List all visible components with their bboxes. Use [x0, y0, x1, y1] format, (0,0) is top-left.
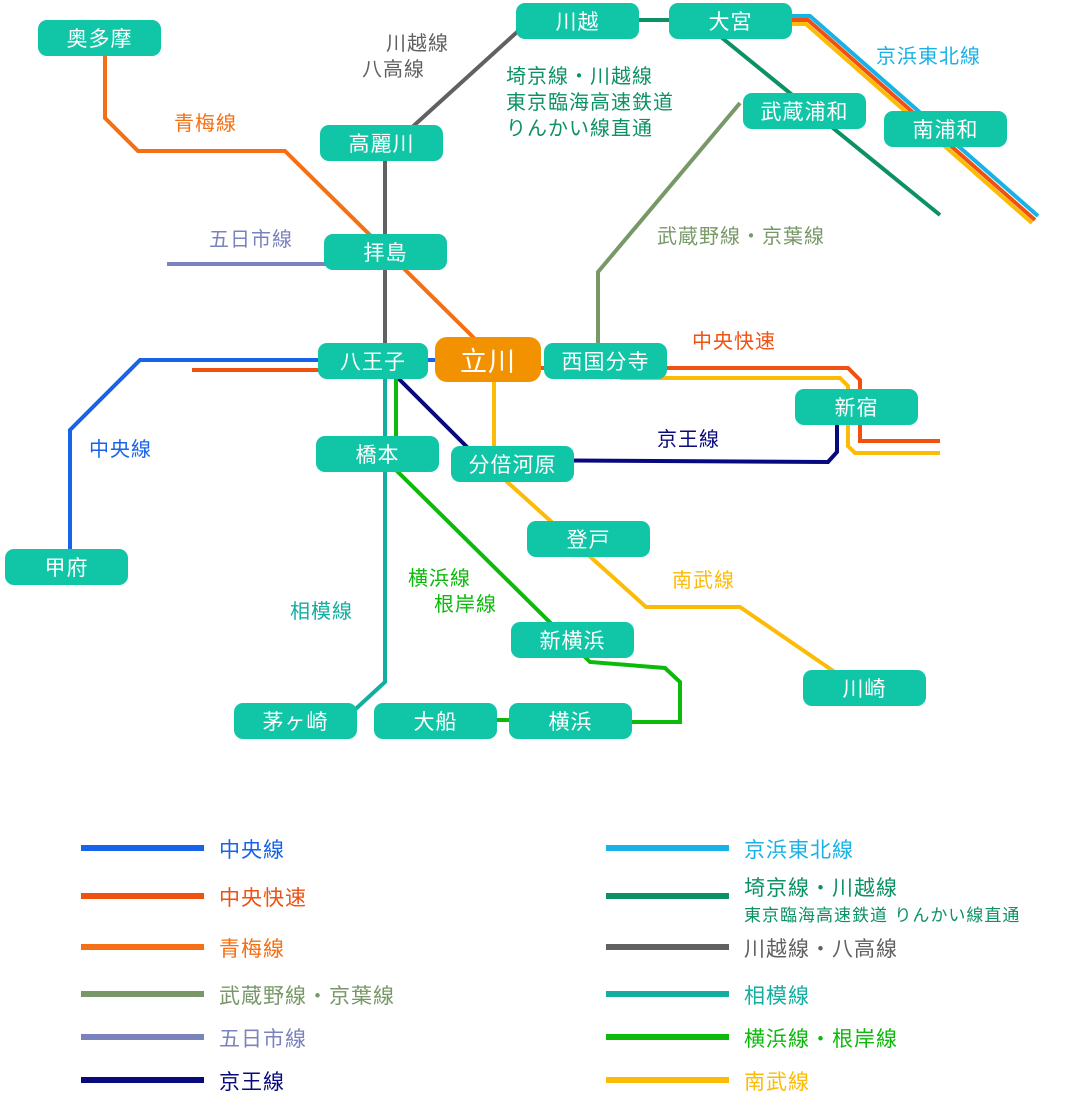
label-sagami: 相模線: [290, 599, 353, 623]
label-kawagoe-hachiko-2: 八高線: [362, 57, 425, 81]
label-saikyo-2: 東京臨海高速鉄道: [506, 90, 674, 114]
station-bubaigawara[interactable]: 分倍河原: [451, 446, 574, 482]
label-kawagoe-hachiko-1: 川越線: [386, 31, 449, 55]
station-yokohama[interactable]: 横浜: [509, 703, 632, 739]
label-keihin: 京浜東北線: [876, 44, 981, 68]
ome-line: [103, 50, 477, 341]
keihin-line: [790, 14, 1040, 218]
station-noborito[interactable]: 登戸: [527, 521, 650, 557]
station-nishikokubunji[interactable]: 西国分寺: [544, 343, 667, 379]
station-minami-urawa[interactable]: 南浦和: [884, 111, 1007, 147]
chuo-rapid-east-line: [540, 366, 940, 443]
label-musashino: 武蔵野線・京葉線: [657, 224, 825, 248]
label-chuo-rapid: 中央快速: [692, 329, 776, 353]
station-okutama[interactable]: 奥多摩: [38, 20, 161, 56]
label-chuo: 中央線: [89, 437, 152, 461]
musashino-line: [596, 101, 742, 345]
nanbu-line: [492, 370, 860, 690]
station-komagawa[interactable]: 高麗川: [320, 125, 443, 161]
station-musashi-urawa[interactable]: 武蔵浦和: [743, 93, 866, 129]
station-shinjuku[interactable]: 新宿: [795, 389, 918, 425]
station-shin-yokohama[interactable]: 新横浜: [511, 622, 634, 658]
nanbu-ne-line: [790, 22, 1034, 225]
label-saikyo-1: 埼京線・川越線: [506, 64, 653, 88]
station-haijima[interactable]: 拝島: [324, 234, 447, 270]
label-yokohama-1: 横浜線: [408, 566, 471, 590]
station-chigasaki[interactable]: 茅ヶ崎: [234, 703, 357, 739]
label-yokohama-2: 根岸線: [434, 592, 497, 616]
station-ofuna[interactable]: 大船: [374, 703, 497, 739]
station-omiya[interactable]: 大宮: [669, 3, 792, 39]
label-ome: 青梅線: [174, 111, 237, 135]
sagami-line: [346, 378, 387, 718]
station-kofu[interactable]: 甲府: [5, 549, 128, 585]
label-nanbu: 南武線: [672, 568, 735, 592]
station-hachioji[interactable]: 八王子: [318, 343, 428, 379]
keio-line: [396, 376, 839, 465]
label-itsukaichi: 五日市線: [209, 227, 293, 251]
label-saikyo-3: りんかい線直通: [506, 116, 653, 140]
station-kawagoe[interactable]: 川越: [516, 3, 639, 39]
station-tachikawa[interactable]: 立川: [435, 337, 541, 382]
chuo-line: [68, 358, 445, 560]
station-hashimoto[interactable]: 橋本: [316, 436, 439, 472]
station-kawasaki[interactable]: 川崎: [803, 670, 926, 706]
chuo-rapid-ne-line: [790, 18, 1037, 222]
label-keio: 京王線: [657, 427, 720, 451]
